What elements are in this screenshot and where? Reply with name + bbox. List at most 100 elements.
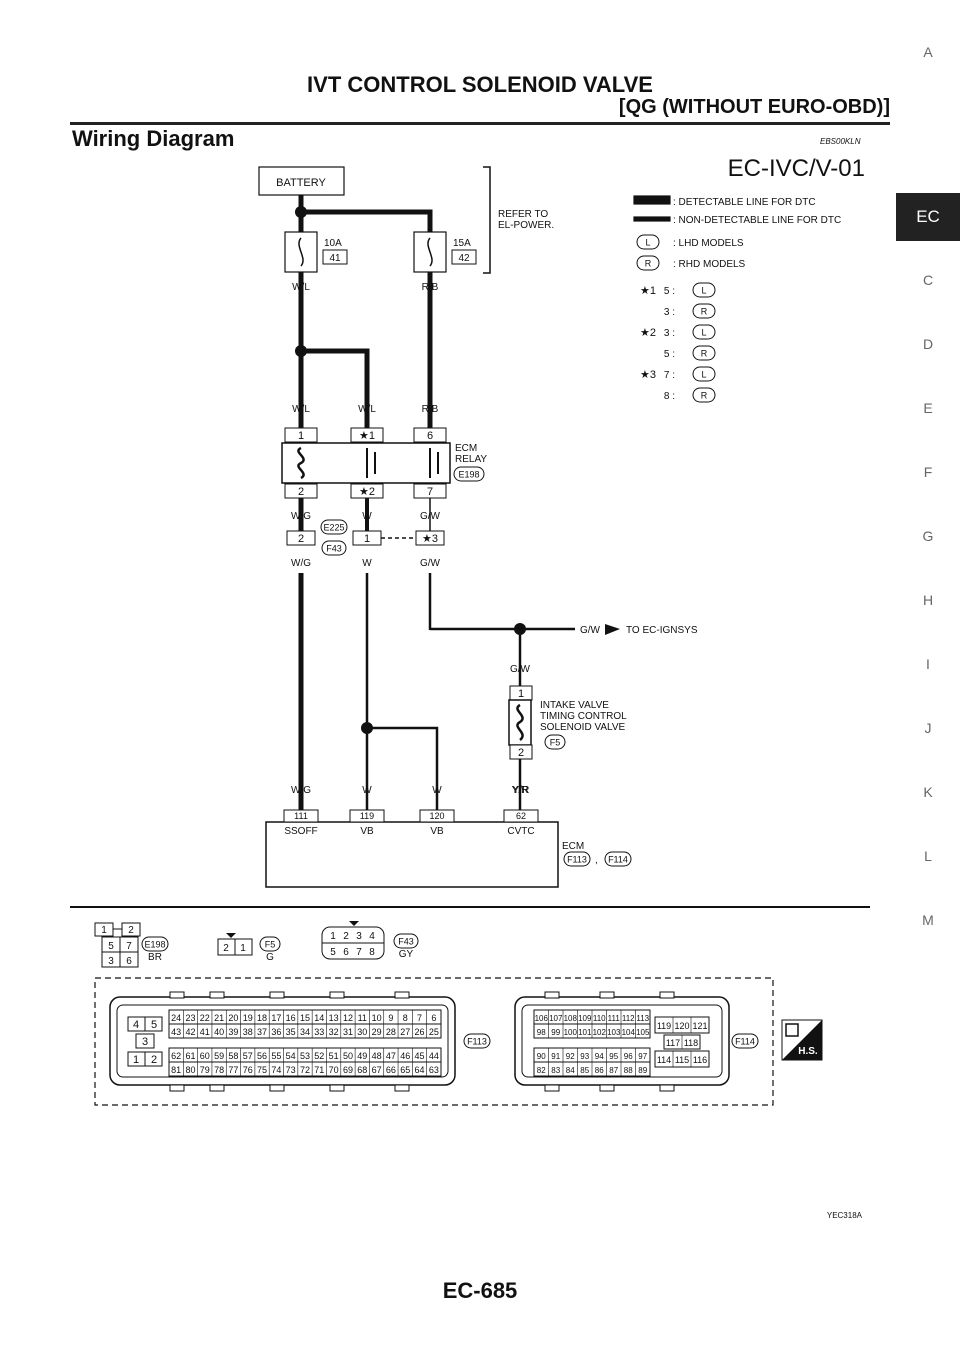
pin-label: 1 [298,430,304,442]
tab-m[interactable]: M [922,912,934,928]
latch [209,1084,225,1092]
connector-tag [692,345,716,361]
tab-a[interactable]: A [923,44,933,60]
tab-l[interactable]: L [924,848,932,864]
latch [269,991,285,999]
note-pin: 5 : [664,286,675,297]
pin-label: 85 [580,1066,589,1075]
connector-id: F113 [467,1037,487,1047]
pin-label: 119 [657,1021,671,1031]
wire-color: W/L [292,404,310,415]
pin-label: 13 [329,1013,339,1023]
connector-tag [604,851,632,867]
tab-f[interactable]: F [923,464,933,480]
pin-label: 112 [622,1014,635,1023]
note-pin: 3 : [664,328,675,339]
tab-i[interactable]: I [926,656,930,672]
connector-id: E198 [458,470,479,480]
solenoid-label: TIMING CONTROL [540,711,627,722]
pin-label: 108 [564,1014,578,1023]
pin-label: 70 [329,1065,339,1075]
pin-label: 36 [271,1027,281,1037]
pin-label: 59 [214,1051,224,1061]
pin-label: 6 [427,430,433,442]
pin-label: 2 [298,533,304,545]
connector-id: F5 [550,738,561,748]
pin-label: 64 [415,1065,425,1075]
connector-tag [692,282,716,298]
pin-label: 121 [692,1021,707,1031]
tab-d[interactable]: D [922,336,934,352]
pin-label: 2 [343,931,349,942]
tab-e[interactable]: E [923,400,933,416]
connector-tag [636,234,660,250]
ignsys-text: TO EC-IGNSYS [626,625,698,636]
latch [329,991,345,999]
connector-id: L [645,238,650,248]
relay-pin-box [350,427,384,443]
legend-text: : RHD MODELS [673,259,746,270]
pin-label: 75 [257,1065,267,1075]
pin-label: 83 [551,1066,560,1075]
pin-label: 4 [369,931,375,942]
pin-label: 120 [674,1021,689,1031]
pin-label: 39 [228,1027,238,1037]
pin-label: 28 [386,1027,396,1037]
tab-h[interactable]: H [922,592,934,608]
tab-g[interactable]: G [922,528,934,544]
pin-row [654,1016,710,1034]
connector-id: L [701,328,706,338]
tab-j[interactable]: J [924,720,932,736]
pin-label: 3 [356,931,362,942]
pin-label: 18 [257,1013,267,1023]
connector-id: F43 [398,937,414,947]
pin-label: 14 [314,1013,324,1023]
pin-label: 65 [400,1065,410,1075]
pin-label: 52 [314,1051,324,1061]
pin-label: 63 [429,1065,439,1075]
pin-label: 46 [400,1051,410,1061]
pin-label: 2 [518,747,524,759]
pin-label: 62 [516,811,526,821]
ecm-terminal: VB [360,826,374,837]
connector-tag [692,324,716,340]
pin-label: ★2 [359,486,375,498]
pin-label: 23 [185,1013,195,1023]
connector-tag [453,466,485,482]
wire-color: R/B [422,404,439,415]
pin-label: 67 [372,1065,382,1075]
pin-label: 2 [223,943,229,954]
pin-label: 72 [300,1065,310,1075]
connector-id: E225 [323,523,344,533]
pin-label: 1 [101,925,107,936]
pin-label: 33 [314,1027,324,1037]
tab-ec[interactable]: EC [896,193,960,241]
pin-label: 93 [580,1052,589,1061]
pin-label: 69 [343,1065,353,1075]
pin-label: 61 [185,1051,195,1061]
pin-label: 7 [427,486,433,498]
connector-id: F114 [735,1037,755,1047]
pin-label: 99 [551,1028,560,1037]
pin-label: 91 [551,1052,560,1061]
connector-tag [393,933,419,949]
pin-label: 6 [431,1013,436,1023]
legend-text: : NON-DETECTABLE LINE FOR DTC [673,215,841,226]
pin-label: 74 [271,1065,281,1075]
pin-label: 43 [171,1027,181,1037]
pin-label: 76 [243,1065,253,1075]
pin-label: 45 [415,1051,425,1061]
connector-id: R [645,259,652,269]
connector-tag [259,936,281,952]
ecm-terminal: VB [430,826,444,837]
ecm-label: ECM [562,841,584,852]
pin-label: 12 [343,1013,353,1023]
pin-label: 58 [228,1051,238,1061]
pin-label: 34 [300,1027,310,1037]
pin-label: 73 [286,1065,296,1075]
connector-tag [636,255,660,271]
tab-c[interactable]: C [922,272,934,288]
pin-label: 7 [417,1013,422,1023]
tab-k[interactable]: K [923,784,933,800]
pin-label: 71 [314,1065,324,1075]
